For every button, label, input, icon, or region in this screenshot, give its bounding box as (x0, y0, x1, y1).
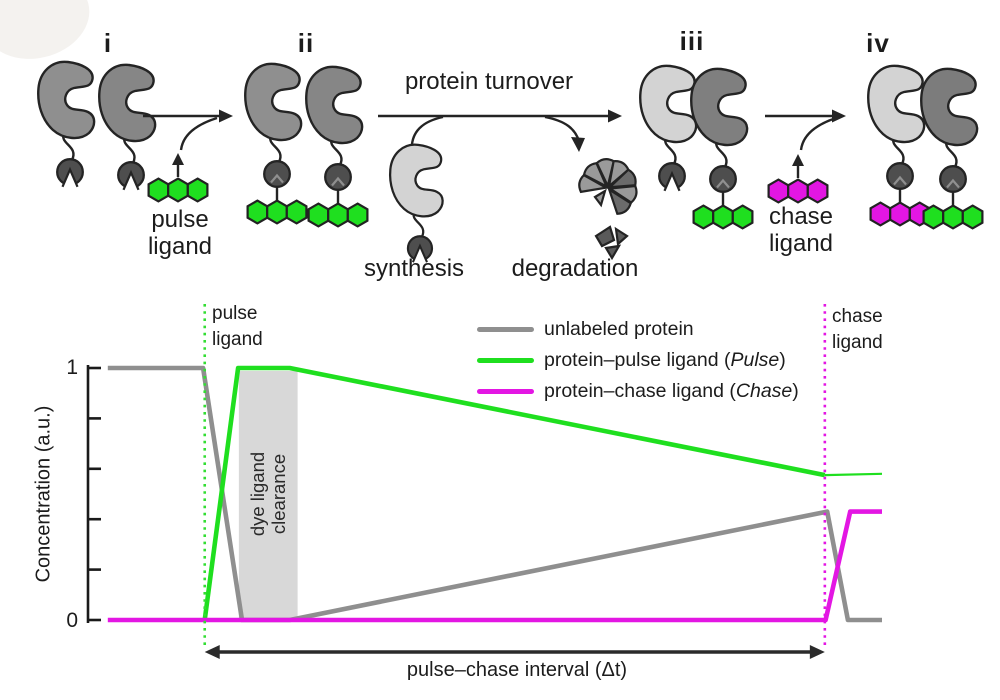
protein-pulse-labeled-icon (920, 67, 984, 230)
protein-pulse-labeled-icon (244, 62, 308, 225)
series-line-2 (824, 472, 883, 477)
interval-arrowhead-right (809, 645, 825, 659)
y-axis-title: Concentration (a.u.) (32, 405, 55, 583)
legend-item-chase: protein–chase ligand (Chase) (477, 379, 799, 403)
stage-ii-proteins (244, 62, 369, 228)
chase-ligand-label: chase ligand (768, 203, 834, 257)
y-tick-label-0: 0 (66, 609, 78, 632)
legend-swatch-magenta (477, 388, 534, 394)
interval-arrow-label: pulse–chase interval (Δt) (406, 659, 628, 681)
series-line-3 (107, 509, 882, 623)
clearance-band-label: dye ligand clearance (247, 451, 289, 537)
stage-ii-numeral: ii (297, 28, 315, 58)
legend-swatch-green (477, 357, 534, 363)
chase-vline-label: chase ligand (832, 306, 883, 353)
protein-chase-labeled-icon (867, 64, 931, 227)
stage-iv-numeral: iv (866, 28, 890, 58)
legend-item-pulse: protein–pulse ligand (Pulse) (477, 348, 799, 372)
protein-turnover-label: protein turnover (404, 68, 574, 95)
degraded-protein-icon (576, 157, 640, 261)
protein-pulse-labeled-icon (305, 65, 369, 228)
clearance-band (238, 371, 298, 619)
legend-item-unlabeled: unlabeled protein (477, 317, 799, 341)
series-line-1 (202, 365, 826, 621)
stage-iv-proteins (867, 64, 984, 230)
stage-iii-proteins (639, 64, 754, 230)
turnover-arrow (378, 109, 622, 153)
pulse-vline-label: pulse ligand (212, 303, 263, 350)
pulse-ligand-icon (147, 153, 209, 203)
stage-i-numeral: i (103, 28, 113, 58)
chase-ligand-icon (767, 154, 829, 204)
y-tick-label-1: 1 (66, 356, 78, 379)
arrow-iii-to-iv (765, 109, 846, 151)
synthesis-label: synthesis (363, 255, 465, 282)
pulse-ligand-label: pulse ligand (147, 206, 213, 260)
degradation-label: degradation (511, 255, 639, 282)
interval-arrowhead-left (204, 645, 220, 659)
chart-legend: unlabeled protein protein–pulse ligand (… (477, 317, 799, 410)
stage-iii-numeral: iii (679, 26, 705, 56)
legend-swatch-gray (477, 326, 534, 332)
arrow-i-to-ii (143, 109, 233, 151)
protein-pulse-labeled-icon (690, 67, 754, 230)
